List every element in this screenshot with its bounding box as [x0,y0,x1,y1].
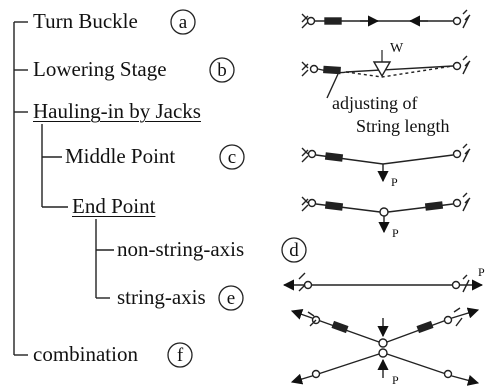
force-p-combination: P [392,373,399,387]
badge-a: a [179,12,188,33]
string-axis-schematic [282,272,484,293]
badge-e: e [227,288,235,309]
end-point-label: End Point [72,194,156,218]
badge-f: f [177,345,184,366]
badge-c: c [228,147,236,168]
lowering-stage-schematic [301,50,471,99]
force-p-middle: P [391,175,398,189]
hauling-in-label: Hauling-in by Jacks [33,99,201,123]
string-axis-label: string-axis [117,285,206,309]
end-point-schematic [301,192,471,234]
middle-point-label: Middle Point [65,144,176,168]
non-string-axis-label: non-string-axis [117,237,245,261]
adjusting-label-line1: adjusting of [332,93,418,113]
adjusting-label-line2: String length [356,116,450,136]
load-w-label: W [390,41,404,56]
turn-buckle-schematic [301,9,471,29]
badge-d: d [289,240,299,261]
badge-b: b [217,60,227,81]
force-p-string-axis: P [478,265,485,279]
middle-point-schematic [301,143,471,183]
combination-schematic [290,307,480,386]
force-p-end: P [392,226,399,240]
turn-buckle-label: Turn Buckle [33,9,138,33]
combination-label: combination [33,342,138,366]
lowering-stage-label: Lowering Stage [33,57,167,81]
